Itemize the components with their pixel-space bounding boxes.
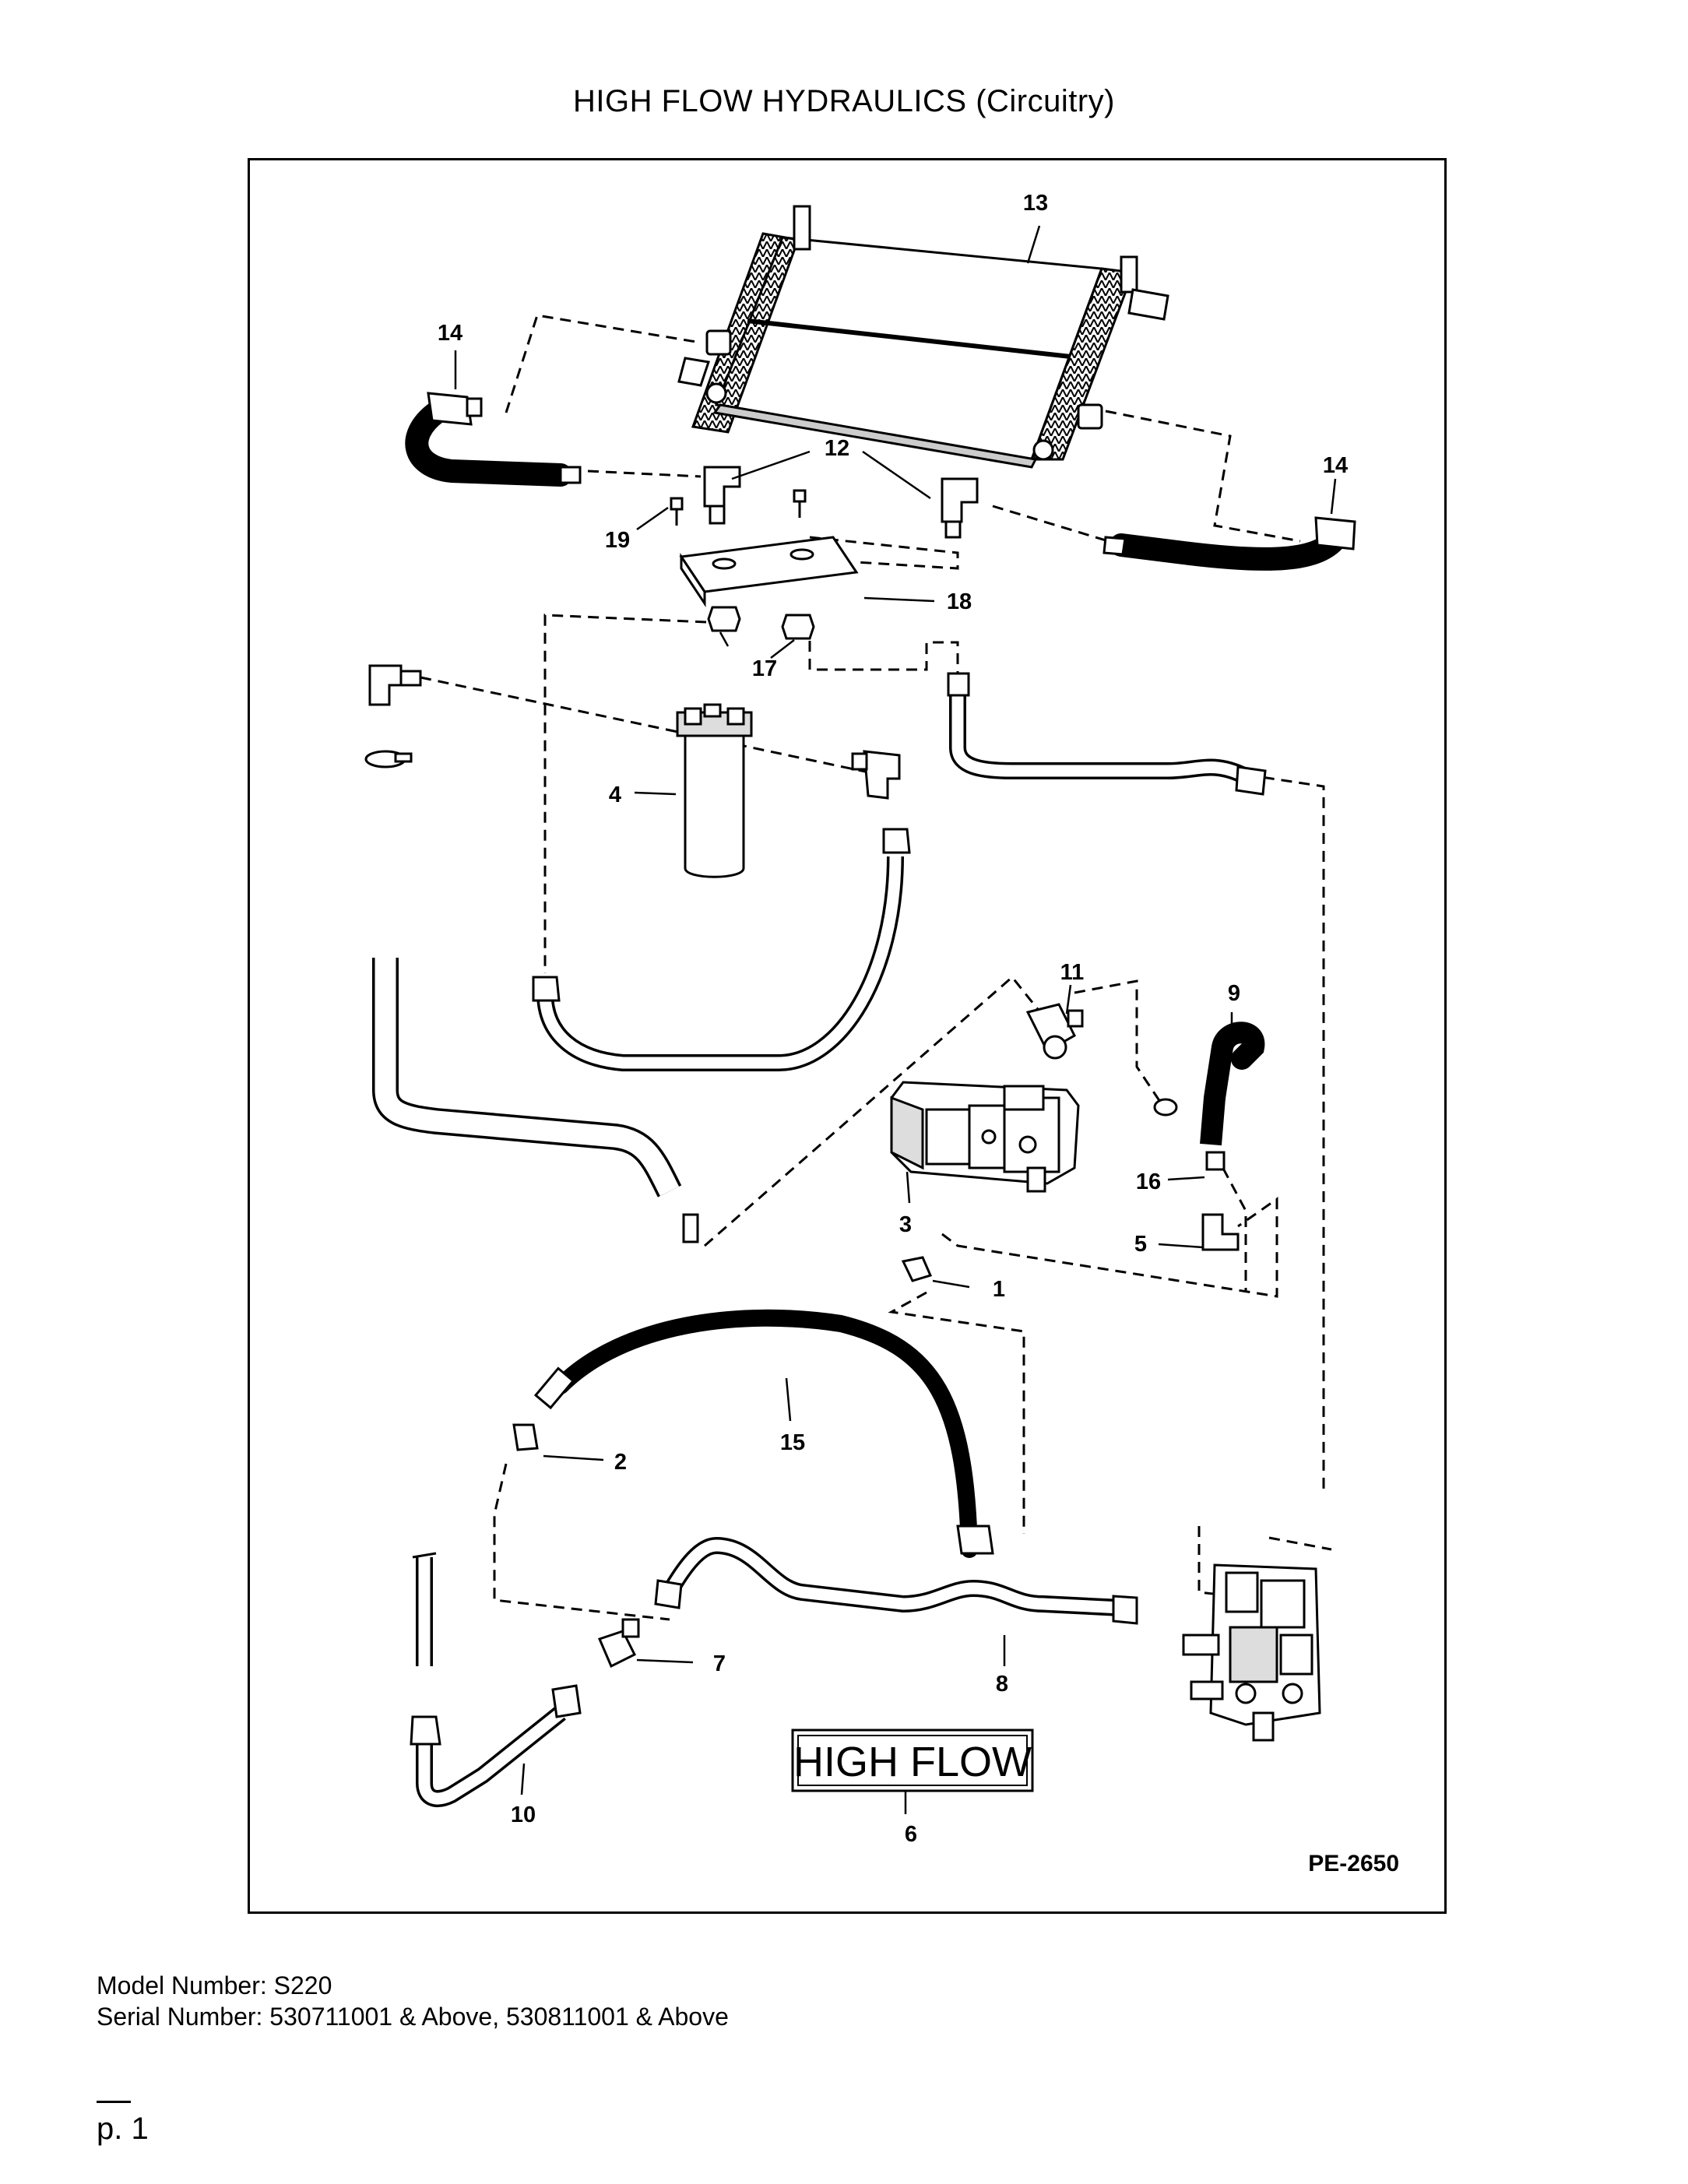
high-flow-decal: HIGH FLOW (791, 1729, 1034, 1792)
high-flow-decal-text: HIGH FLOW (793, 1739, 1032, 1785)
callout-13: 13 (1023, 191, 1048, 216)
cooler-hose-left (405, 392, 582, 487)
mounting-bracket (679, 536, 859, 607)
callout-8: 8 (996, 1672, 1008, 1697)
callout-5: 5 (1134, 1232, 1147, 1257)
steel-tube-lower (410, 1552, 582, 1807)
elbow-fittings (703, 466, 979, 539)
tube-filter-return (532, 828, 911, 1071)
elbow (1201, 1213, 1240, 1251)
callout-3: 3 (899, 1212, 912, 1237)
steel-tube (654, 1536, 1138, 1625)
filter-right-elbow (851, 750, 901, 800)
filter (676, 703, 753, 878)
nuts (707, 606, 815, 640)
tube-left-long (372, 958, 699, 1243)
clamp (1153, 1098, 1226, 1171)
callout-labels: 13 14 14 12 19 18 17 4 11 9 3 16 5 1 15 … (438, 191, 1348, 1847)
bolt (670, 489, 807, 526)
callout-14-left: 14 (438, 321, 462, 346)
leader-lines (454, 225, 1337, 1814)
callout-19: 19 (605, 528, 630, 553)
page-number-rule (97, 2101, 131, 2103)
high-pressure-hose (533, 1309, 994, 1558)
tube-right-upper (947, 672, 1267, 796)
callout-2: 2 (614, 1450, 627, 1475)
upper-left-elbow (364, 664, 422, 768)
callout-10: 10 (511, 1802, 536, 1827)
callout-7: 7 (713, 1651, 726, 1676)
callout-1: 1 (993, 1277, 1005, 1302)
callout-6: 6 (905, 1822, 917, 1847)
control-valve (1182, 1563, 1321, 1742)
model-number: Model Number: S220 (97, 1971, 332, 1999)
page-title: HIGH FLOW HYDRAULICS (Circuitry) (572, 84, 1116, 118)
diagram-reference-code: PE-2650 (1308, 1851, 1399, 1876)
serial-number: Serial Number: 530711001 & Above, 530811… (97, 2003, 729, 2031)
callout-18: 18 (947, 589, 972, 614)
adapter (512, 1423, 539, 1451)
gear-pump (890, 1081, 1080, 1193)
callout-15: 15 (780, 1430, 805, 1455)
diagram-frame (248, 158, 1447, 1914)
page-number: p. 1 (97, 2112, 149, 2146)
callout-4: 4 (609, 783, 621, 807)
callout-16: 16 (1136, 1169, 1161, 1194)
pump-hose (1200, 1022, 1265, 1146)
callout-11: 11 (1060, 960, 1085, 985)
pump-fitting (1025, 1003, 1084, 1060)
callout-14-right: 14 (1323, 453, 1348, 478)
cooler-hose-right (1102, 516, 1356, 571)
callout-12: 12 (825, 436, 849, 461)
connector (597, 1618, 640, 1669)
fitting (901, 1256, 933, 1282)
callout-17: 17 (752, 656, 777, 681)
callout-9: 9 (1228, 981, 1240, 1006)
oil-cooler (677, 205, 1169, 469)
